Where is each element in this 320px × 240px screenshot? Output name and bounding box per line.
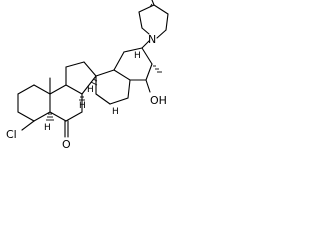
stereo-h-label-5: H <box>44 123 51 133</box>
ring-f-methyl <box>149 0 155 8</box>
stereo-h-label-22: H <box>134 51 141 61</box>
hydroxyl-label: OH <box>150 94 167 107</box>
ring-b <box>49 84 83 122</box>
stereo-h-5 <box>46 113 54 121</box>
stereo-h-8 <box>79 96 85 101</box>
ring-c <box>65 61 97 95</box>
chlorine-label: Cl <box>6 128 17 141</box>
ketone-oxygen-label: O <box>62 138 71 151</box>
ring-d <box>95 69 131 105</box>
molecule-canvas: Cl N OH O H H H H H <box>0 0 191 174</box>
stereo-h-label-14: H <box>112 107 119 117</box>
ring-e <box>113 47 153 81</box>
stereo-h-label-8: H <box>79 101 86 111</box>
ketone-group <box>64 120 69 138</box>
chloro-substituent <box>21 120 35 131</box>
hydroxyl-bond <box>145 79 151 93</box>
nitrogen-label: N <box>148 33 156 46</box>
ring-f <box>138 4 169 49</box>
steroidal-alkaloid-structure: Cl N OH O H H H H H <box>6 0 169 151</box>
stereo-h-label-9: H <box>87 85 94 95</box>
ring-a <box>17 84 51 122</box>
methyl-c20 <box>153 65 162 73</box>
